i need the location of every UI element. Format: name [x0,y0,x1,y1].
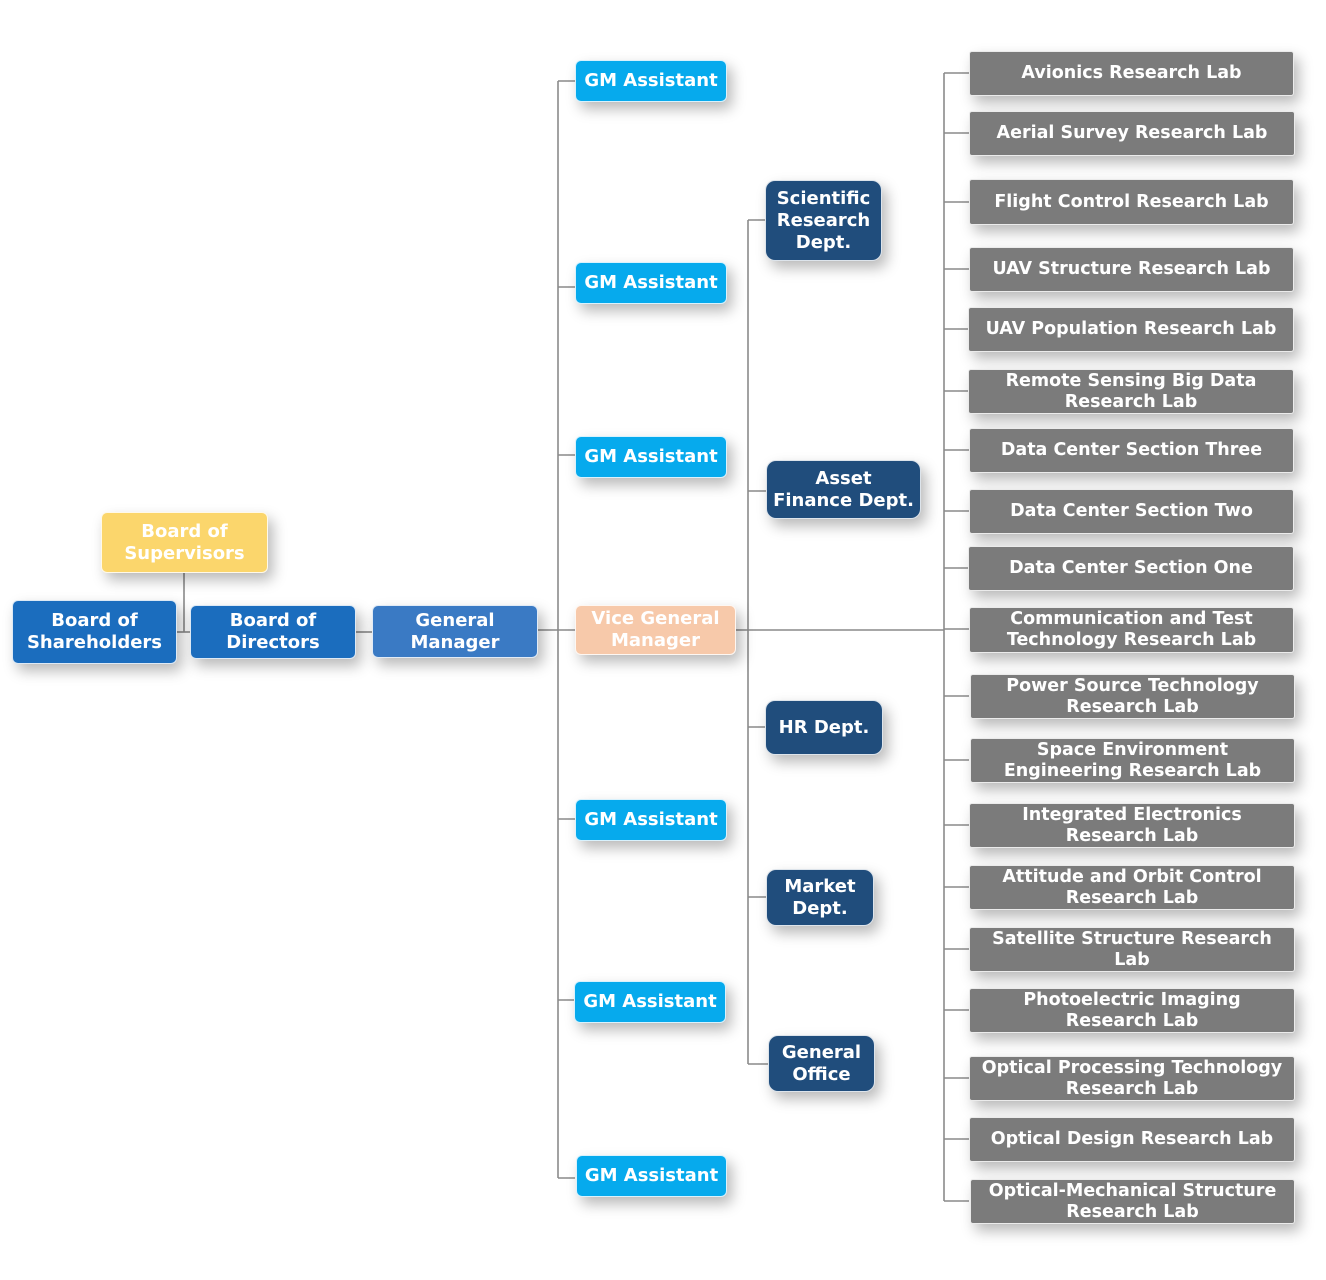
lab-node: Remote Sensing Big Data Research Lab [968,369,1294,414]
lab-node: Flight Control Research Lab [969,179,1294,225]
lab-node: Attitude and Orbit Control Research Lab [969,865,1295,910]
market-dept-node: Market Dept. [766,869,874,926]
gm-assistant-node: GM Assistant [575,799,727,841]
board-of-directors-node: Board of Directors [190,605,356,659]
lab-node: UAV Population Research Lab [968,307,1294,352]
lab-node: Photoelectric Imaging Research Lab [969,988,1295,1033]
lab-node: Communication and Test Technology Resear… [969,607,1294,653]
lab-node: Space Environment Engineering Research L… [970,738,1295,783]
asset-finance-dept-node: Asset Finance Dept. [766,460,921,519]
lab-node: Aerial Survey Research Lab [969,111,1295,156]
gm-assistant-node: GM Assistant [575,262,727,304]
lab-node: Data Center Section Two [969,489,1294,534]
gm-assistant-node: GM Assistant [575,60,727,102]
lab-node: Optical-Mechanical Structure Research La… [970,1179,1295,1224]
hr-dept-node: HR Dept. [765,700,883,755]
vice-general-manager-node: Vice General Manager [575,605,736,655]
lab-node: Optical Processing Technology Research L… [969,1056,1295,1101]
gm-assistant-node: GM Assistant [575,436,727,478]
lab-node: Power Source Technology Research Lab [970,674,1295,719]
board-of-shareholders-node: Board of Shareholders [12,600,177,664]
lab-node: Satellite Structure Research Lab [969,927,1295,972]
lab-node: Data Center Section Three [969,428,1294,473]
lab-node: Optical Design Research Lab [969,1117,1295,1162]
lab-node: Data Center Section One [968,546,1294,591]
gm-assistant-node: GM Assistant [574,981,726,1023]
gm-assistant-node: GM Assistant [576,1155,727,1197]
lab-node: Integrated Electronics Research Lab [969,803,1295,848]
general-office-node: General Office [768,1035,875,1092]
board-of-supervisors-node: Board of Supervisors [101,512,268,573]
lab-node: UAV Structure Research Lab [969,247,1294,292]
general-manager-node: General Manager [372,605,538,658]
scientific-research-dept-node: Scientific Research Dept. [765,180,882,261]
lab-node: Avionics Research Lab [969,51,1294,96]
